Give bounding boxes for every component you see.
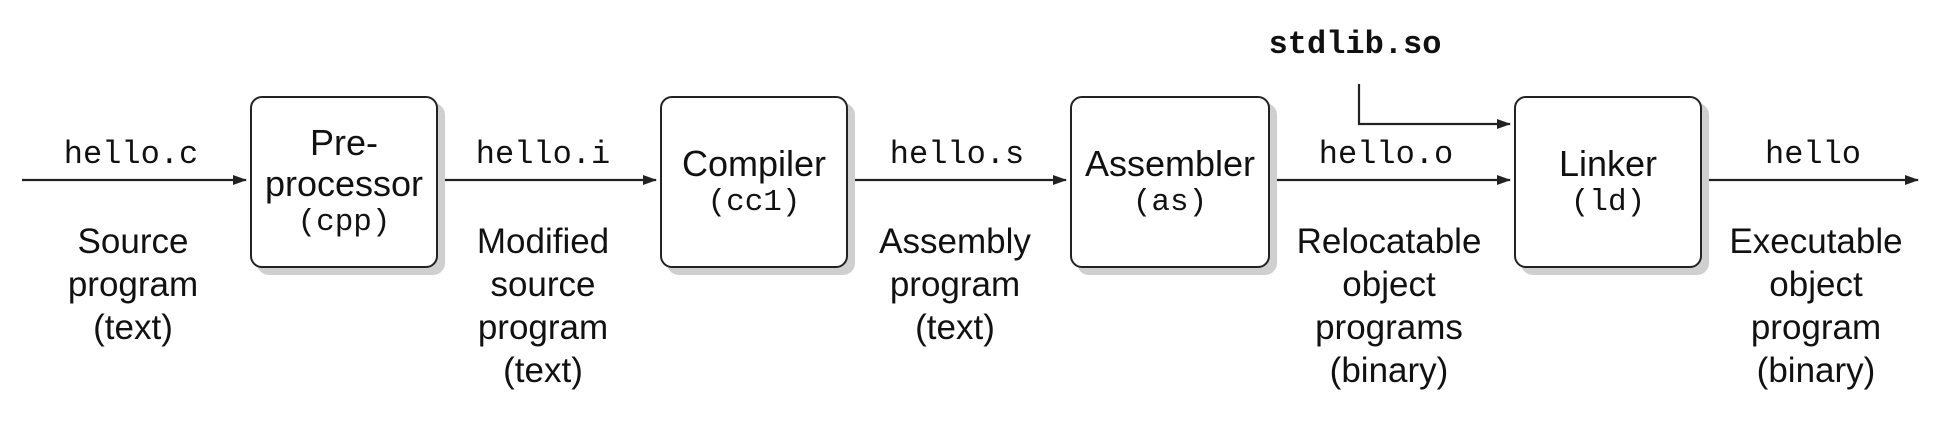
caption-executable-line: Executable bbox=[1729, 222, 1903, 261]
file-hello-i: hello.i bbox=[475, 136, 611, 173]
caption-executable-line: program bbox=[1750, 308, 1882, 347]
caption-source: Source program (text) bbox=[68, 220, 198, 349]
assembler-tool: (as) bbox=[1132, 184, 1208, 220]
preprocessor-label-line2: processor bbox=[264, 163, 424, 204]
caption-assembly-line: program bbox=[889, 265, 1021, 304]
caption-relocatable-line: Relocatable bbox=[1296, 222, 1482, 261]
file-hello-s: hello.s bbox=[889, 136, 1025, 173]
assembler-box: Assembler (as) bbox=[1070, 96, 1270, 268]
caption-source-line: (text) bbox=[93, 308, 173, 347]
file-stdlib-so: stdlib.so bbox=[1268, 26, 1442, 63]
caption-assembly: Assembly program (text) bbox=[879, 220, 1031, 349]
assembler-label: Assembler bbox=[1084, 142, 1256, 184]
preprocessor-label-line1: Pre- bbox=[309, 122, 378, 163]
file-hello: hello bbox=[1764, 136, 1862, 173]
preprocessor-tool: (cpp) bbox=[297, 205, 391, 240]
caption-executable-line: object bbox=[1769, 265, 1863, 304]
caption-executable-line: (binary) bbox=[1756, 351, 1876, 390]
file-hello-c: hello.c bbox=[63, 136, 199, 173]
preprocessor-box: Pre- processor (cpp) bbox=[250, 96, 438, 268]
compiler-tool: (cc1) bbox=[707, 184, 801, 220]
compiler-box: Compiler (cc1) bbox=[660, 96, 848, 268]
caption-modified-line: source bbox=[490, 265, 596, 304]
caption-relocatable-line: object bbox=[1342, 265, 1436, 304]
caption-modified-line: Modified bbox=[476, 222, 610, 261]
linker-box: Linker (ld) bbox=[1514, 96, 1702, 268]
linker-label: Linker bbox=[1558, 142, 1658, 184]
caption-modified-line: (text) bbox=[503, 351, 583, 390]
caption-modified: Modified source program (text) bbox=[477, 220, 609, 392]
caption-source-line: Source bbox=[77, 222, 189, 261]
caption-relocatable-line: (binary) bbox=[1329, 351, 1449, 390]
file-hello-o: hello.o bbox=[1318, 136, 1454, 173]
caption-relocatable-line: programs bbox=[1315, 308, 1463, 347]
caption-source-line: program bbox=[67, 265, 199, 304]
compiler-label: Compiler bbox=[681, 142, 827, 184]
arrow-stdlib-to-ld bbox=[1357, 84, 1511, 129]
linker-tool: (ld) bbox=[1570, 184, 1646, 220]
caption-modified-line: program bbox=[477, 308, 609, 347]
caption-executable: Executable object program (binary) bbox=[1729, 220, 1902, 392]
caption-relocatable: Relocatable object programs (binary) bbox=[1297, 220, 1482, 392]
caption-assembly-line: Assembly bbox=[879, 222, 1031, 261]
caption-assembly-line: (text) bbox=[915, 308, 995, 347]
